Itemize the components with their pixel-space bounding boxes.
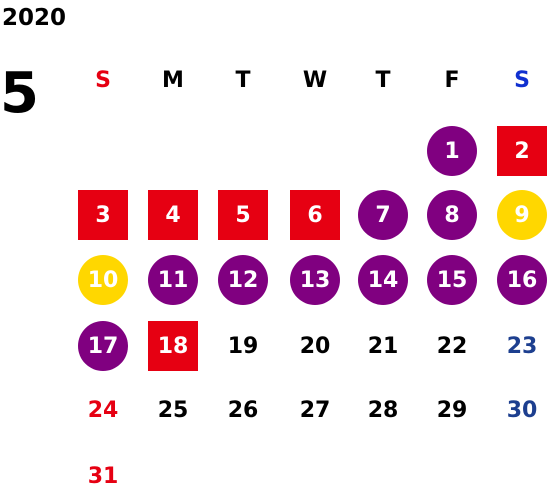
day-6-red-square: 6 bbox=[290, 190, 340, 240]
day-17-purple-circle: 17 bbox=[78, 321, 128, 371]
day-24: 24 bbox=[87, 397, 119, 423]
day-8-purple-circle: 8 bbox=[427, 190, 477, 240]
day-30: 30 bbox=[506, 397, 538, 423]
month-label: 5 bbox=[0, 61, 39, 126]
day-21: 21 bbox=[367, 333, 399, 359]
weekday-header-mon: M bbox=[162, 68, 184, 93]
day-26: 26 bbox=[227, 397, 259, 423]
weekday-header-sun: S bbox=[95, 68, 111, 93]
day-13-purple-circle: 13 bbox=[290, 255, 340, 305]
weekday-header-wed: W bbox=[302, 68, 328, 93]
day-2-red-square: 2 bbox=[497, 126, 547, 176]
day-29: 29 bbox=[436, 397, 468, 423]
day-27: 27 bbox=[299, 397, 331, 423]
day-20: 20 bbox=[299, 333, 331, 359]
day-16-purple-circle: 16 bbox=[497, 255, 547, 305]
day-28: 28 bbox=[367, 397, 399, 423]
day-18-red-square: 18 bbox=[148, 321, 198, 371]
day-7-purple-circle: 7 bbox=[358, 190, 408, 240]
day-5-red-square: 5 bbox=[218, 190, 268, 240]
weekday-header-fri: F bbox=[444, 68, 460, 93]
day-19: 19 bbox=[227, 333, 259, 359]
day-25: 25 bbox=[157, 397, 189, 423]
day-1-purple-circle: 1 bbox=[427, 126, 477, 176]
year-label: 2020 bbox=[2, 5, 67, 31]
day-22: 22 bbox=[436, 333, 468, 359]
day-14-purple-circle: 14 bbox=[358, 255, 408, 305]
day-11-purple-circle: 11 bbox=[148, 255, 198, 305]
day-31: 31 bbox=[87, 463, 119, 489]
day-3-red-square: 3 bbox=[78, 190, 128, 240]
day-12-purple-circle: 12 bbox=[218, 255, 268, 305]
weekday-header-sat: S bbox=[514, 68, 530, 93]
day-9-yellow-circle: 9 bbox=[497, 190, 547, 240]
day-15-purple-circle: 15 bbox=[427, 255, 477, 305]
day-23: 23 bbox=[506, 333, 538, 359]
day-10-yellow-circle: 10 bbox=[78, 255, 128, 305]
day-4-red-square: 4 bbox=[148, 190, 198, 240]
weekday-header-thu: T bbox=[375, 68, 391, 93]
weekday-header-tue: T bbox=[235, 68, 251, 93]
